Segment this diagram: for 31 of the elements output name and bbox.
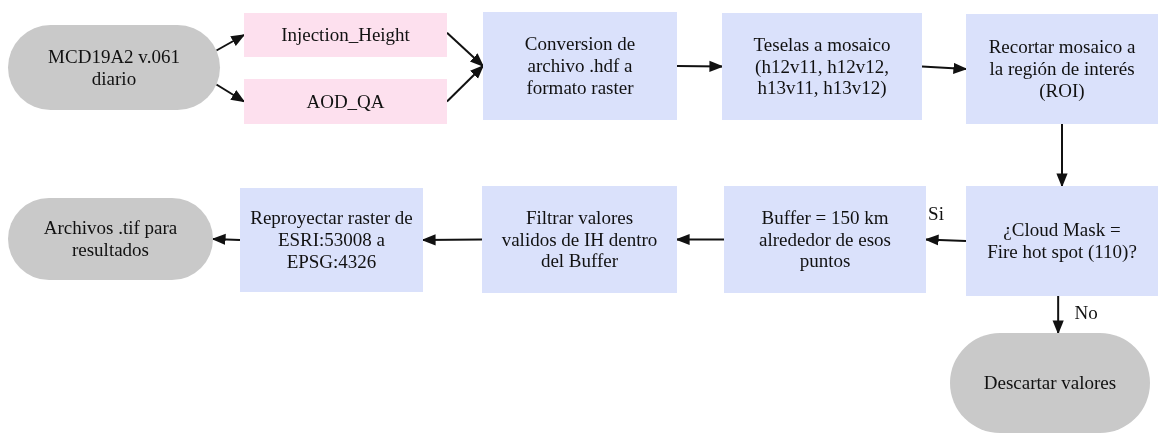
node-text: Injection_Height: [281, 24, 410, 46]
arrow: [676, 60, 724, 72]
process-box: [482, 186, 677, 293]
node-text: Reproyectar raster de ESRI:53008 a EPSG:4326: [249, 207, 414, 273]
node-text: Recortar mosaico a la región de interés (ROI): [987, 36, 1137, 102]
node-text: Descartar valores: [983, 372, 1117, 394]
arrow: [211, 233, 241, 246]
node-text: MCD19A2 v.061 diario: [47, 45, 181, 90]
arrow: [446, 65, 484, 103]
variable-box: [244, 79, 447, 124]
arrow: [215, 34, 246, 52]
arrow: [1052, 295, 1064, 335]
node-text: Buffer = 150 km alrededor de esos puntos: [758, 206, 892, 273]
arrow: [1056, 123, 1068, 188]
node-text: ¿Cloud Mask = Fire hot spot (110)?: [987, 219, 1137, 263]
process-box: [724, 186, 926, 293]
process-box: [966, 186, 1158, 296]
variable-box: [244, 13, 447, 57]
node-text: Archivos .tif para resultados: [42, 217, 179, 261]
process-box: [966, 14, 1158, 124]
node-text: Conversion de archivo .hdf a formato raster: [523, 33, 637, 99]
arrow: [446, 31, 485, 67]
terminal-pill: [8, 25, 220, 110]
process-box: [240, 188, 423, 292]
node-text: Filtrar valores validos de IH dentro del Buffer: [500, 206, 659, 273]
process-box: [722, 13, 922, 120]
arrow: [215, 83, 246, 103]
node-text: AOD_QA: [306, 90, 385, 113]
arrow: [921, 62, 968, 74]
process-box: [483, 12, 677, 120]
node-text: Teselas a mosaico (h12v11, h12v12, h13v11, h13v12): [752, 33, 892, 100]
